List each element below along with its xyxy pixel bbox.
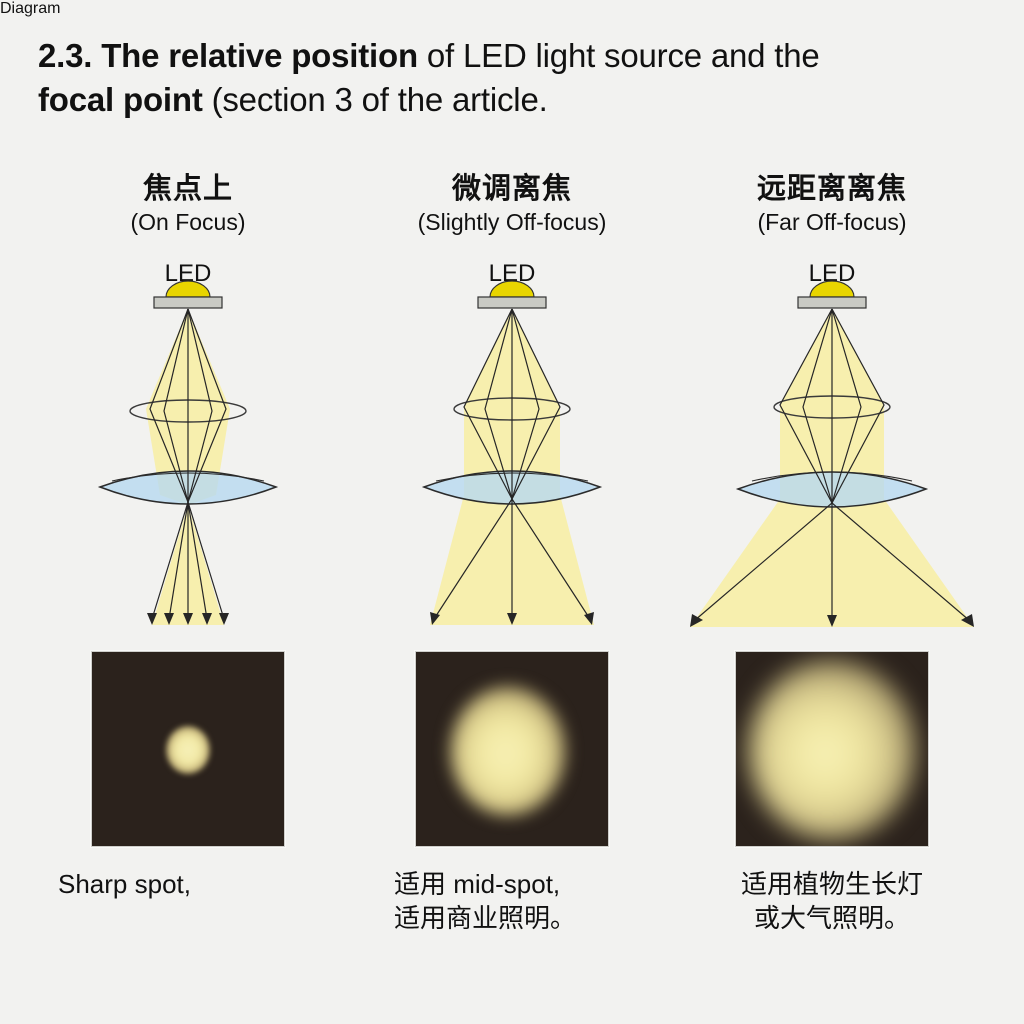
- ray-group-on-focus: [149, 308, 227, 619]
- led-dome-icon-slightly-off-focus: [489, 280, 535, 298]
- column-title-en-on-focus: (On Focus): [130, 209, 246, 236]
- ray-arrowheads-on-focus: [147, 612, 229, 625]
- column-header-far-off-focus: 远距离离焦 (Far Off-focus): [672, 172, 992, 237]
- led-dome-icon-on-focus: [165, 280, 211, 298]
- caption-line: Sharp spot,: [58, 868, 191, 899]
- caption-line: 或大气照明。: [753, 903, 910, 934]
- beam-photo-wrap-on-focus: [28, 650, 348, 847]
- led-base-on-focus: [153, 296, 223, 309]
- page-title: 2.3. The relative position of LED light …: [38, 34, 998, 122]
- beam-photo-far-off-focus: [735, 650, 929, 847]
- ray-group-far-off-focus: [693, 308, 971, 622]
- diagram-svg-on-focus: LED: [97, 260, 279, 625]
- beam-photo-slightly-off-focus: [415, 650, 609, 847]
- page-title-line-1: 2.3. The relative position of LED light …: [38, 34, 998, 78]
- column-title-en-slightly-off-focus: (Slightly Off-focus): [417, 209, 607, 236]
- optical-diagram-slightly-off-focus: LED: [352, 259, 672, 639]
- column-title-cn-far-off-focus: 远距离离焦: [756, 173, 907, 205]
- optical-diagram-far-off-focus: LED: [672, 259, 992, 639]
- diagram-svg-slightly-off-focus: LED: [421, 260, 603, 625]
- diagram-svg-far-off-focus: LED: [690, 260, 974, 627]
- beam-photo-wrap-slightly-off-focus: [352, 650, 672, 847]
- beam-photo-wrap-far-off-focus: [672, 650, 992, 847]
- column-far-off-focus: 远距离离焦 (Far Off-focus) LED: [672, 172, 992, 936]
- beam-spot-on-focus: [166, 725, 210, 774]
- column-caption-slightly-off-focus: 适用 mid-spot, 适用商业照明。: [352, 867, 672, 936]
- led-base-slightly-off-focus: [477, 296, 547, 309]
- column-title-cn-slightly-off-focus: 微调离焦: [451, 173, 572, 205]
- caption-line: 适用植物生长灯: [740, 868, 923, 899]
- column-header-slightly-off-focus: 微调离焦 (Slightly Off-focus): [352, 172, 672, 237]
- caption-line: 适用商业照明。: [394, 903, 577, 934]
- optical-diagram-on-focus: LED: [28, 259, 348, 639]
- column-slightly-off-focus: 微调离焦 (Slightly Off-focus) LED: [352, 172, 672, 936]
- page-title-rest-1: of LED light source and the: [417, 37, 820, 74]
- page-title-bold-2: focal point: [38, 80, 203, 118]
- caption-line: 适用 mid-spot,: [394, 868, 561, 899]
- column-title-cn-on-focus: 焦点上: [142, 173, 233, 205]
- column-header-on-focus: 焦点上 (On Focus): [28, 172, 348, 237]
- page-title-rest-2: (section 3 of the article.: [202, 80, 548, 118]
- beam-photo-on-focus: [91, 650, 285, 847]
- ray-arrowheads-far-off-focus: [690, 613, 974, 627]
- column-caption-far-off-focus: 适用植物生长灯 或大气照明。: [672, 867, 992, 936]
- ray-arrowheads-slightly-off-focus: [430, 611, 594, 625]
- beam-spot-far-off-focus: [748, 659, 916, 840]
- led-dome-icon-far-off-focus: [809, 280, 855, 298]
- column-on-focus: 焦点上 (On Focus) LED: [28, 172, 348, 901]
- column-caption-on-focus: Sharp spot,: [28, 867, 348, 902]
- page-title-line-2: focal point (section 3 of the article.: [38, 78, 998, 122]
- beam-spot-slightly-off-focus: [450, 685, 566, 816]
- column-title-en-far-off-focus: (Far Off-focus): [757, 209, 907, 236]
- led-base-far-off-focus: [797, 296, 867, 309]
- page-title-bold-1: 2.3. The relative position: [38, 37, 418, 74]
- ray-group-slightly-off-focus: [433, 308, 591, 620]
